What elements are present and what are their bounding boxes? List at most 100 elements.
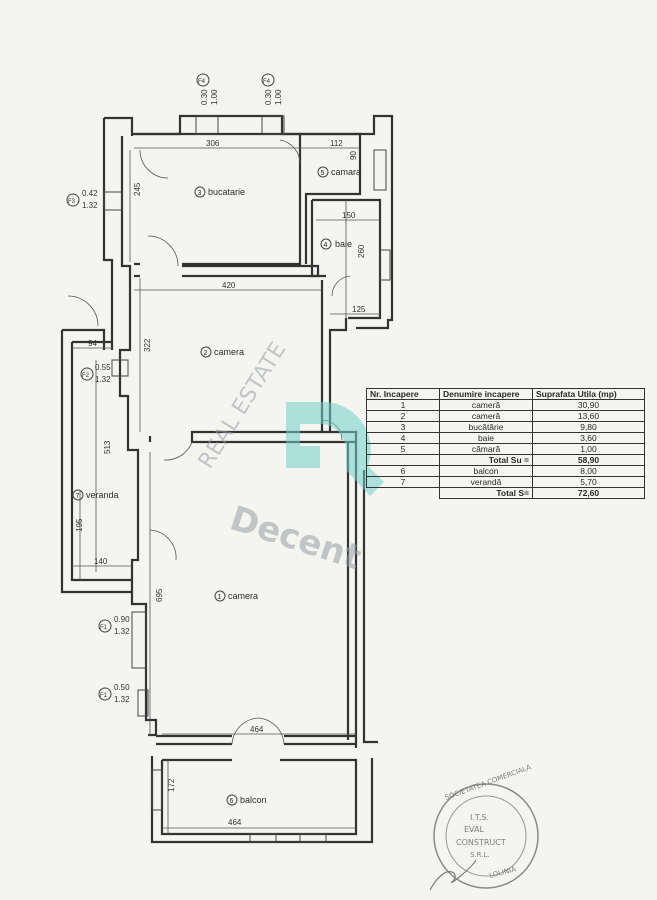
svg-text:F1: F1	[100, 625, 108, 631]
svg-text:camara: camara	[331, 167, 361, 177]
room-area-cell: 9,80	[532, 421, 645, 433]
svg-text:0.90: 0.90	[114, 615, 130, 624]
svg-text:F4: F4	[198, 79, 206, 85]
window-symbols	[103, 115, 391, 843]
stamp-text-1: I.T.S.	[470, 813, 489, 822]
empty-cell	[367, 488, 440, 499]
svg-text:5: 5	[321, 170, 325, 177]
window-tag-f1-a: F1 0.90 1.32	[98, 615, 130, 636]
total-su-label: Total Su =	[439, 454, 533, 466]
svg-text:125: 125	[352, 305, 366, 314]
room-name-cell: balcon	[439, 465, 533, 477]
svg-text:150: 150	[342, 211, 356, 220]
svg-text:464: 464	[250, 725, 264, 734]
room-name-cell: baie	[439, 432, 533, 444]
room-area-cell: 1,00	[532, 443, 645, 455]
room-area-cell: 5,70	[532, 476, 645, 488]
room-label-2: 2 camera	[200, 346, 244, 358]
room-name-cell: verandă	[439, 476, 533, 488]
room-number-cell: 1	[366, 399, 440, 411]
svg-text:1.00: 1.00	[274, 89, 283, 105]
svg-text:260: 260	[357, 244, 366, 258]
svg-text:0.55: 0.55	[95, 363, 111, 372]
svg-text:1.32: 1.32	[95, 375, 111, 384]
svg-text:2: 2	[204, 350, 208, 357]
svg-text:90: 90	[349, 151, 358, 160]
svg-text:veranda: veranda	[86, 490, 119, 500]
table-row: 7 verandă 5,70	[366, 476, 645, 488]
svg-text:F2: F2	[82, 373, 90, 379]
svg-text:1.32: 1.32	[114, 627, 130, 636]
area-table: Nr. Incapere Denumire incapere Suprafata…	[366, 388, 645, 499]
total-s-label: Total S=	[439, 487, 533, 499]
table-header: Nr. Incapere	[366, 388, 440, 400]
svg-text:6: 6	[230, 798, 234, 805]
watermark-line1: REAL ESTATE	[194, 338, 291, 473]
svg-text:0.30: 0.30	[200, 89, 209, 105]
watermark: REAL ESTATE Decent	[194, 338, 384, 578]
table-row: 4 baie 3,60	[366, 432, 645, 444]
window-tag-f1-b: F1 0.50 1.32	[98, 683, 130, 704]
table-header: Suprafata Utila (mp)	[532, 388, 645, 400]
table-header: Denumire incapere	[439, 388, 533, 400]
total-s-row: Total S= 72,60	[367, 487, 645, 499]
dimension-lines	[72, 147, 380, 834]
svg-text:172: 172	[167, 778, 176, 792]
stamp-text-3: CONSTRUCT	[456, 838, 506, 847]
window-tag-f3: F3 0.42 1.32	[66, 189, 98, 210]
room-number-cell: 6	[366, 465, 440, 477]
svg-text:245: 245	[133, 182, 142, 196]
svg-text:112: 112	[330, 139, 343, 148]
window-tag-f4-a: F4 0.30 1.00	[196, 73, 219, 105]
table-row: 5 cămară 1,00	[366, 443, 645, 455]
total-su-row: Total Su = 58,90	[366, 454, 645, 466]
window-tag-f4-b: F4 0.30 1.00	[261, 73, 283, 105]
stamp-text-bottom: LOLINIA	[488, 865, 517, 880]
room-area-cell: 13,60	[532, 410, 645, 422]
room-name-cell: cămară	[439, 443, 533, 455]
dimension-labels: 306 112 90 245 150 260 420 125 94 322 51…	[75, 139, 366, 827]
svg-text:1.32: 1.32	[82, 201, 98, 210]
table-header-row: Nr. Incapere Denumire incapere Suprafata…	[366, 388, 645, 400]
signature	[429, 859, 477, 891]
empty-cell	[366, 454, 440, 466]
svg-text:464: 464	[228, 818, 242, 827]
svg-text:322: 322	[143, 338, 152, 352]
room-name-cell: bucătărie	[439, 421, 533, 433]
walls	[60, 114, 394, 844]
room-area-cell: 3,60	[532, 432, 645, 444]
stamp-text-2: EVAL	[464, 825, 484, 834]
watermark-line2: Decent	[225, 499, 366, 579]
watermark-logo	[286, 401, 384, 496]
room-number-cell: 7	[366, 476, 440, 488]
room-name-cell: cameră	[439, 399, 533, 411]
svg-text:1: 1	[218, 594, 222, 601]
room-area-cell: 8,00	[532, 465, 645, 477]
svg-text:0.50: 0.50	[114, 683, 130, 692]
window-tags: F4 0.30 1.00 F4 0.30 1.00 F3 0.42 1.32 F…	[66, 73, 283, 704]
room-number-cell: 4	[366, 432, 440, 444]
room-labels: 3 bucatarie 5 camara 4 baie 2 camera 7 v…	[72, 166, 361, 806]
svg-text:0.42: 0.42	[82, 189, 98, 198]
room-label-6: 6 balcon	[226, 794, 267, 806]
room-name-cell: cameră	[439, 410, 533, 422]
svg-text:4: 4	[324, 242, 328, 249]
table-row: 1 cameră 30,90	[366, 399, 645, 411]
svg-text:94: 94	[88, 339, 97, 348]
svg-text:1.32: 1.32	[114, 695, 130, 704]
svg-text:baie: baie	[335, 239, 352, 249]
svg-text:695: 695	[155, 588, 164, 602]
svg-text:camera: camera	[228, 591, 258, 601]
table-row: 6 balcon 8,00	[366, 465, 645, 477]
svg-text:195: 195	[75, 518, 84, 532]
svg-text:F3: F3	[68, 199, 76, 205]
svg-text:7: 7	[76, 493, 80, 500]
svg-text:F4: F4	[263, 79, 271, 85]
svg-text:3: 3	[198, 190, 202, 197]
room-label-7: 7 veranda	[72, 489, 119, 501]
total-su-value: 58,90	[532, 454, 645, 466]
room-number-cell: 2	[366, 410, 440, 422]
svg-text:420: 420	[222, 281, 236, 290]
company-stamp: SOCIETATEA COMERCIALA I.T.S. EVAL CONSTR…	[429, 763, 539, 891]
